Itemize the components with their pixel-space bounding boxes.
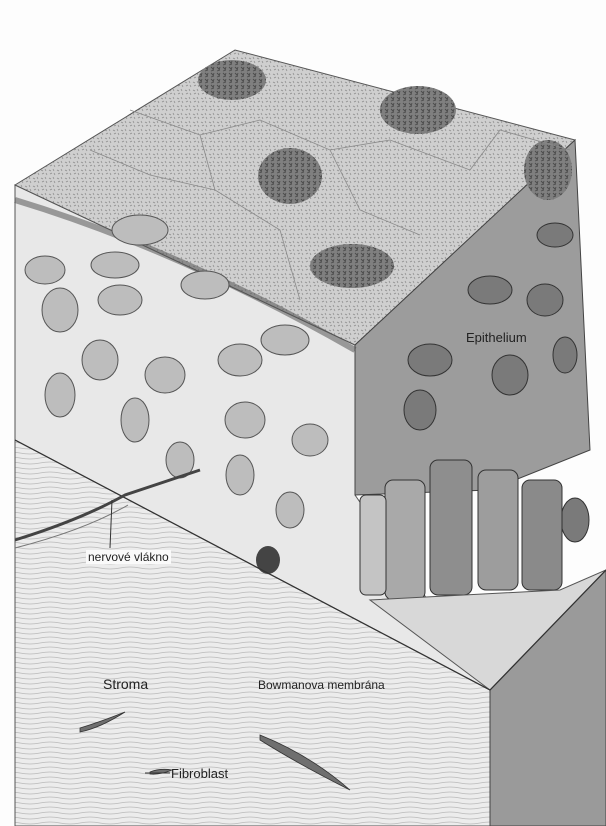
basal-cell-columns bbox=[360, 460, 562, 600]
surface-patch bbox=[380, 86, 456, 134]
label-epithelium: Epithelium bbox=[466, 330, 527, 345]
label-bowman-membrane: Bowmanova membrána bbox=[258, 678, 385, 692]
surface-patch bbox=[524, 140, 572, 200]
label-fibroblast: Fibroblast bbox=[171, 766, 228, 781]
label-nerve-fiber: nervové vlákno bbox=[86, 550, 171, 564]
dark-cell-nucleus bbox=[256, 546, 280, 574]
surface-patch bbox=[198, 60, 266, 100]
surface-patch bbox=[258, 148, 322, 204]
label-stroma: Stroma bbox=[103, 676, 148, 692]
surface-patch bbox=[310, 244, 394, 288]
